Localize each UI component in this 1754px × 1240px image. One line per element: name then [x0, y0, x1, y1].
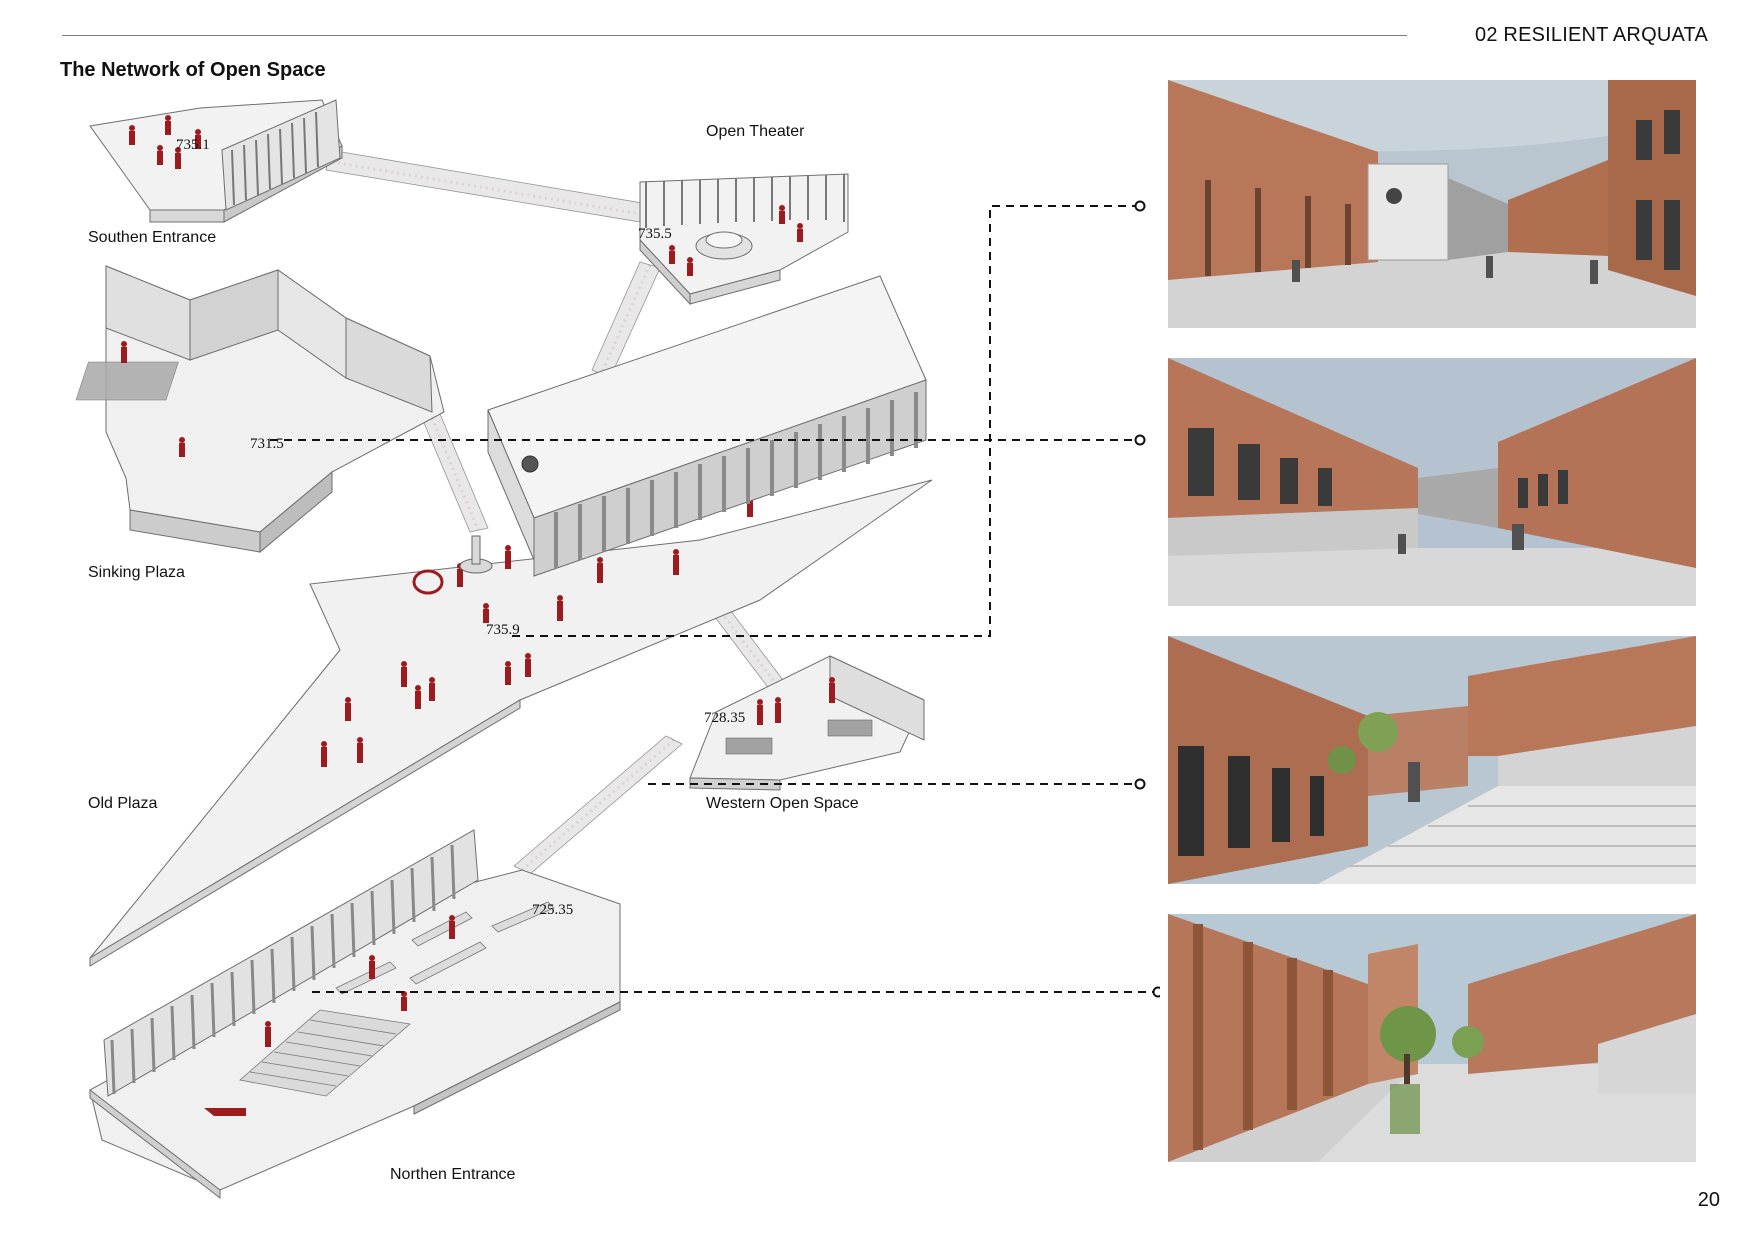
label-sinking-plaza: Sinking Plaza — [88, 564, 185, 581]
sinking-plaza-seating — [75, 361, 179, 401]
sinking-plaza-model — [75, 265, 445, 554]
open-space-network-diagram — [75, 99, 1160, 1200]
leader-end-markers — [1134, 200, 1160, 998]
southen-entrance-model — [89, 99, 343, 223]
old-plaza-speech-bubble-icon — [412, 569, 444, 595]
elevation-northen-entrance: 725.35 — [532, 902, 574, 918]
open-theater-model — [639, 173, 849, 306]
header-rule — [62, 35, 1407, 36]
northen-entrance-colonnade — [103, 829, 479, 1097]
render-colonnade-street — [1168, 914, 1696, 1162]
elevation-western-open-space: 728.35 — [704, 710, 746, 726]
elevation-old-plaza: 735.9 — [486, 622, 520, 638]
old-plaza-fountain — [459, 535, 493, 574]
central-hall-model — [487, 275, 927, 577]
northen-entrance-model — [89, 829, 621, 1200]
page-number: 20 — [1697, 1189, 1720, 1211]
elevation-open-theater: 735.5 — [638, 226, 672, 242]
label-old-plaza: Old Plaza — [88, 795, 158, 812]
northen-entrance-stairs — [239, 1009, 411, 1097]
piano-icon — [204, 1108, 246, 1116]
western-open-space-model — [689, 655, 925, 791]
central-hall-colonnade — [554, 392, 918, 568]
header-title: 02 RESILIENT ARQUATA — [1475, 24, 1708, 46]
render-stepped-street — [1168, 636, 1696, 884]
render-sunken-courtyard — [1168, 358, 1696, 606]
leader-lines — [270, 205, 1154, 993]
elevation-southen-entrance: 735.1 — [176, 137, 210, 153]
old-plaza-figures — [321, 493, 753, 767]
southen-entrance-colonnade — [221, 99, 341, 211]
render-arcade-street — [1168, 80, 1696, 328]
label-southen-entrance: Southen Entrance — [88, 229, 217, 246]
elevation-sinking-plaza: 731.5 — [250, 436, 284, 452]
label-northen-entrance: Northen Entrance — [390, 1166, 516, 1183]
label-open-theater: Open Theater — [706, 123, 805, 140]
label-western-open-space: Western Open Space — [706, 795, 859, 812]
old-plaza-model — [89, 479, 933, 967]
page-title: The Network of Open Space — [60, 59, 326, 81]
leader-old-plaza — [512, 205, 1136, 637]
southen-entrance-figures — [129, 115, 201, 169]
